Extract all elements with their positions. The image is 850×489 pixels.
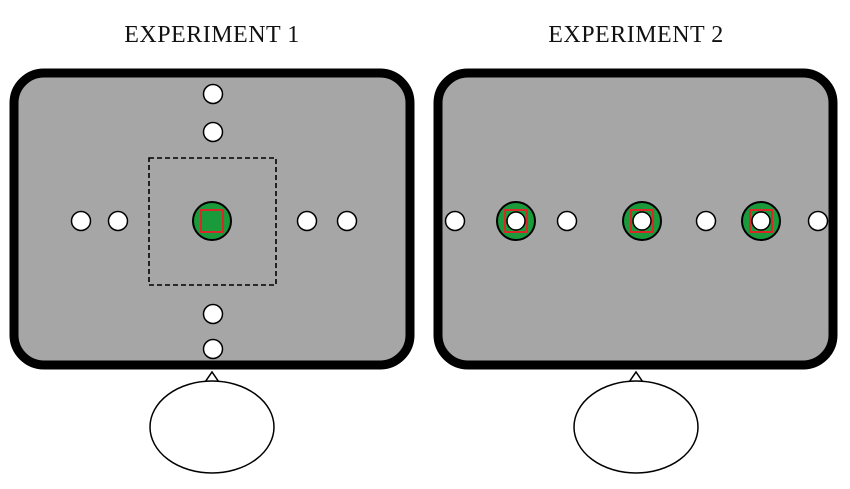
experiment-2-observer-head-with-nose-icon [573,370,699,474]
experiment-1-dot-right-outer [336,210,358,232]
experiment-1-title: EXPERIMENT 1 [124,22,300,48]
experiment-1-dot-bottom-inner [202,303,224,325]
experiment-1-panel [9,68,415,474]
experiment-2-target-right [741,201,781,241]
experiment-1-dot-top-outer [202,83,224,105]
experiment-2-target-left [496,201,536,241]
experiment-1-dashed-region [148,157,277,286]
experiment-1-observer-head-with-nose-icon [149,370,275,474]
experiment-2-title: EXPERIMENT 2 [548,22,724,48]
experiment-1-fixation-target [192,201,232,241]
experiment-2-dot-far-right [807,210,829,232]
experiment-1-dot-left-inner [107,210,129,232]
experiment-2-dot-far-left [444,210,466,232]
experiment-2-dot-mid-right [695,210,717,232]
experiment-2-dot-mid-left [556,210,578,232]
experiment-2-panel [433,68,838,474]
experiment-1-dot-top-inner [202,121,224,143]
experiment-1-dot-left-outer [70,210,92,232]
experiment-1-dot-right-inner [296,210,318,232]
experiment-1-dot-bottom-outer [202,338,224,360]
experiment-2-target-center [622,201,662,241]
